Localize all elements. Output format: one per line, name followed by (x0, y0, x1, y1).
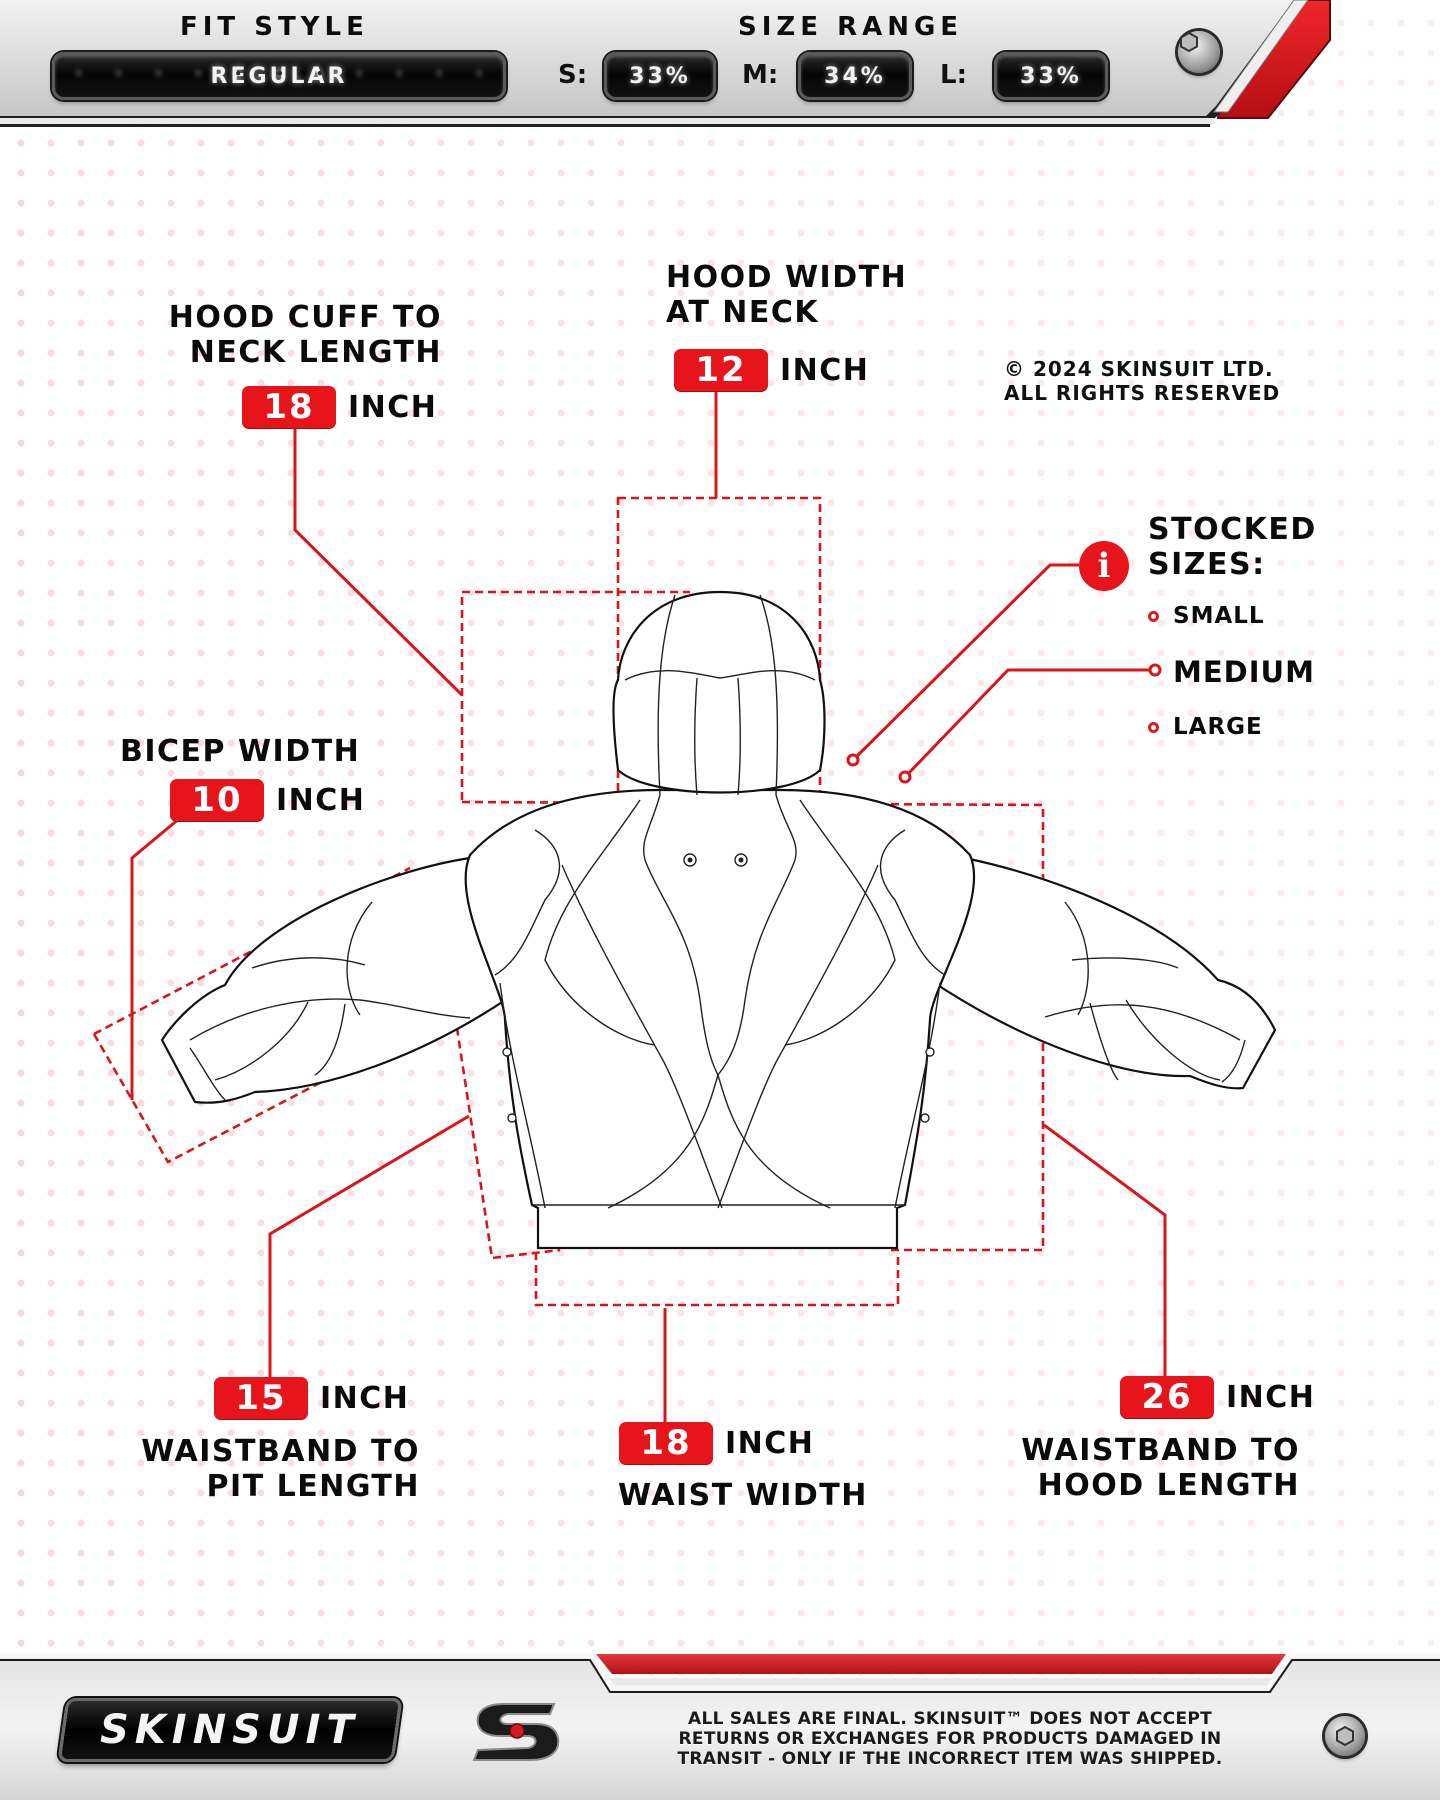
title-line: SIZES: (1148, 547, 1266, 582)
top-metal-panel: FIT STYLE REGULAR SIZE RANGE S: 33% M: 3… (0, 0, 1440, 135)
size-medium-value: 34% (824, 63, 886, 89)
stocked-size-item: LARGE (1148, 714, 1263, 740)
size-small-key: S: (558, 60, 588, 90)
waistband-to-hood-title: WAISTBAND TO HOOD LENGTH (990, 1433, 1300, 1503)
size-large-value: 33% (1020, 63, 1082, 89)
fit-style-display: REGULAR (52, 52, 506, 100)
title-line: WAISTBAND TO (141, 1434, 420, 1469)
waist-width-measure: 18 INCH (619, 1422, 814, 1464)
value-badge: 18 (619, 1422, 713, 1464)
drawstring-grommets (502, 853, 935, 1123)
size-large-display: 33% (994, 52, 1108, 100)
copyright-line: ALL RIGHTS RESERVED (1004, 381, 1281, 405)
title-line: HOOD LENGTH (1037, 1468, 1300, 1503)
title-line: STOCKED (1148, 512, 1317, 547)
disclaimer-line: RETURNS OR EXCHANGES FOR PRODUCTS DAMAGE… (678, 1729, 1222, 1749)
title-line: WAIST WIDTH (618, 1478, 868, 1513)
size-range-label: SIZE RANGE (738, 12, 964, 42)
value-badge: 26 (1120, 1376, 1214, 1418)
size-medium-display: 34% (798, 52, 912, 100)
title-line: HOOD CUFF TO (168, 300, 442, 335)
waistband-to-pit-measure: 15 INCH (214, 1377, 409, 1419)
hood-width-title: HOOD WIDTH AT NECK (666, 260, 907, 330)
hood-cuff-to-neck-measure: 18 INCH (242, 386, 437, 428)
bullet-ring-icon (1148, 610, 1159, 622)
stocked-size-label: SMALL (1173, 603, 1265, 629)
unit-label: INCH (348, 389, 438, 425)
value-badge: 15 (214, 1377, 308, 1419)
stocked-size-label: MEDIUM (1173, 655, 1315, 689)
stocked-size-item: MEDIUM (1148, 655, 1315, 689)
title-line: NECK LENGTH (189, 335, 442, 370)
hoodie-outline (160, 590, 1277, 1250)
stocked-size-item: SMALL (1148, 603, 1265, 629)
title-line: AT NECK (666, 295, 820, 330)
waist-width-title: WAIST WIDTH (618, 1478, 868, 1513)
size-medium-key: M: (742, 60, 779, 90)
waistband-to-hood-measure: 26 INCH (1120, 1376, 1315, 1418)
disclaimer-line: ALL SALES ARE FINAL. SKINSUIT™ DOES NOT … (687, 1709, 1213, 1729)
unit-label: INCH (1226, 1379, 1316, 1415)
bullet-ring-icon (1148, 721, 1159, 733)
size-small-value: 33% (629, 63, 691, 89)
size-small-display: 33% (604, 52, 716, 100)
copyright-line: © 2024 SKINSUIT LTD. (1004, 357, 1274, 381)
title-line: BICEP WIDTH (120, 734, 361, 769)
copyright-notice: © 2024 SKINSUIT LTD. ALL RIGHTS RESERVED (1004, 357, 1280, 405)
hood-width-measure: 12 INCH (674, 349, 869, 391)
unit-label: INCH (725, 1425, 815, 1461)
bottom-metal-panel (0, 1640, 1440, 1800)
stocked-sizes-title: STOCKED SIZES: (1148, 512, 1317, 582)
value-badge: 10 (170, 779, 264, 821)
value-badge: 12 (674, 349, 768, 391)
bottom-panel-frame (0, 1653, 1440, 1800)
info-icon: i (1079, 541, 1129, 591)
skinsuit-logo: SKINSUIT (57, 1698, 403, 1762)
returns-disclaimer: ALL SALES ARE FINAL. SKINSUIT™ DOES NOT … (630, 1709, 1270, 1769)
title-line: PIT LENGTH (206, 1469, 420, 1504)
disclaimer-line: TRANSIT - ONLY IF THE INCORRECT ITEM WAS… (677, 1749, 1223, 1769)
value-badge: 18 (242, 386, 336, 428)
hex-screw-icon (1178, 31, 1220, 73)
bicep-width-title: BICEP WIDTH (120, 734, 360, 769)
bicep-width-measure: 10 INCH (170, 779, 365, 821)
fit-style-label: FIT STYLE (180, 12, 369, 42)
hex-screw-icon (1325, 1716, 1365, 1756)
size-large-key: L: (940, 60, 967, 90)
unit-label: INCH (276, 782, 366, 818)
hood-cuff-to-neck-title: HOOD CUFF TO NECK LENGTH (140, 300, 442, 370)
title-line: HOOD WIDTH (666, 260, 908, 295)
leader-lines (130, 392, 1167, 1424)
unit-label: INCH (320, 1380, 410, 1416)
brand-wordmark: SKINSUIT (100, 1707, 360, 1753)
title-line: WAISTBAND TO (1021, 1433, 1300, 1468)
stocked-size-label: LARGE (1173, 714, 1263, 740)
leader-endpoints (846, 663, 1162, 784)
hoodie-seams (189, 594, 1246, 1209)
skinsuit-s-emblem-icon (472, 1703, 560, 1761)
waistband-to-pit-title: WAISTBAND TO PIT LENGTH (100, 1434, 420, 1504)
unit-label: INCH (780, 352, 870, 388)
